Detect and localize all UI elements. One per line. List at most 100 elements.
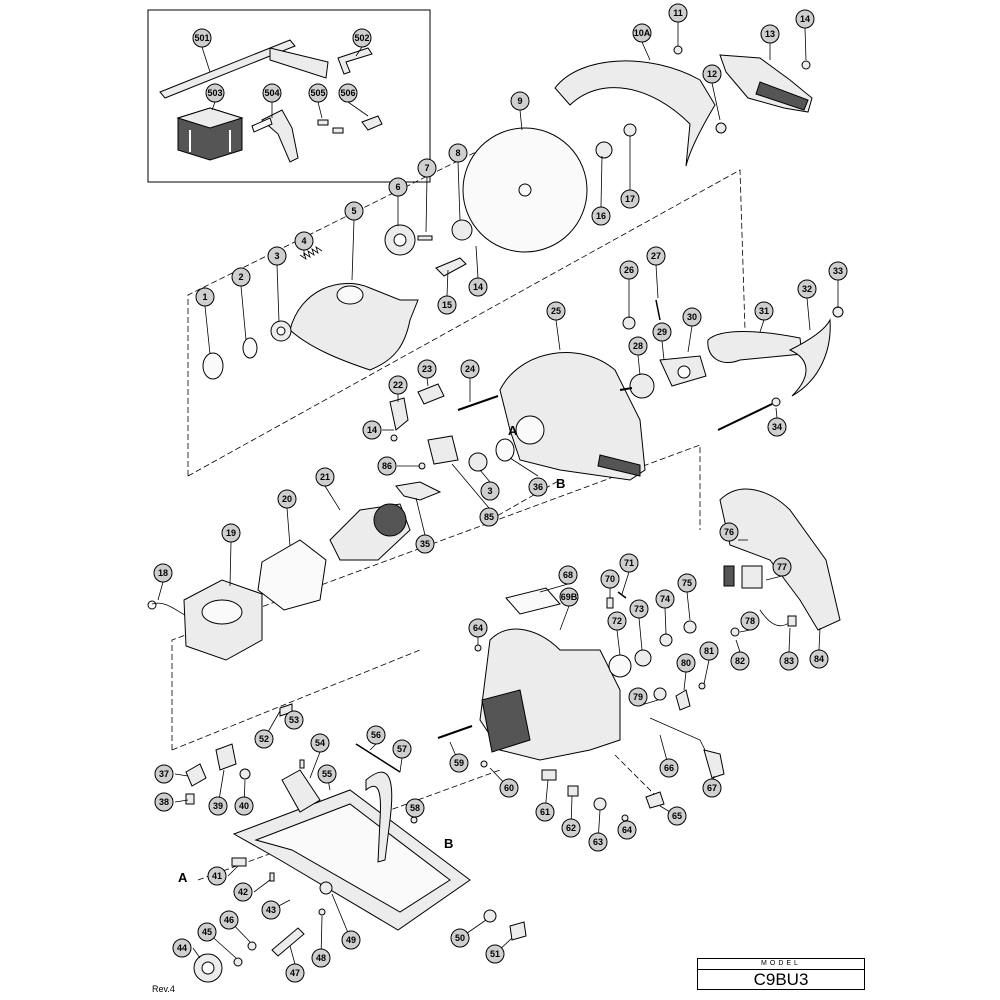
callout-79: 79 — [628, 687, 648, 707]
callout-number: 44 — [177, 943, 187, 953]
callout-number: 505 — [310, 88, 325, 98]
lever-15 — [435, 257, 467, 277]
lower-guard-5 — [289, 283, 419, 371]
callout-number: 36 — [533, 482, 543, 492]
callout-number: 71 — [624, 558, 634, 568]
callout-8: 8 — [448, 143, 468, 163]
callout-77: 77 — [772, 557, 792, 577]
callout-number: 3 — [274, 251, 279, 261]
callout-number: 1 — [202, 292, 207, 302]
callout-number: 49 — [346, 935, 356, 945]
small-hardware-middle — [389, 299, 844, 472]
callout-68: 68 — [558, 565, 578, 585]
revision-label: Rev.4 — [152, 984, 175, 994]
callout-81: 81 — [699, 641, 719, 661]
ref-letter-b-gear-cover: B — [556, 476, 565, 491]
callout-44: 44 — [172, 938, 192, 958]
retaining-rings-1-2 — [202, 337, 258, 380]
ref-letter-a-base: A — [178, 870, 188, 885]
callout-number: 66 — [664, 763, 674, 773]
callout-64: 64 — [617, 820, 637, 840]
callout-73: 73 — [629, 599, 649, 619]
callout-21: 21 — [315, 467, 335, 487]
callout-53: 53 — [284, 710, 304, 730]
callout-3: 3 — [480, 481, 500, 501]
callout-80: 80 — [676, 653, 696, 673]
callout-number: 23 — [422, 364, 432, 374]
callout-3: 3 — [267, 246, 287, 266]
callout-number: 41 — [212, 871, 222, 881]
callout-number: 32 — [802, 284, 812, 294]
callout-33: 33 — [828, 261, 848, 281]
callout-number: 9 — [517, 96, 522, 106]
callout-number: 42 — [238, 887, 248, 897]
callout-28: 28 — [628, 336, 648, 356]
callout-number: 506 — [340, 88, 355, 98]
callout-76: 76 — [719, 522, 739, 542]
callout-12: 12 — [702, 64, 722, 84]
callout-72: 72 — [607, 611, 627, 631]
knob-44 — [193, 953, 223, 983]
callout-number: 35 — [420, 539, 430, 549]
callout-number: 11 — [673, 8, 683, 18]
callout-15: 15 — [437, 295, 457, 315]
callout-number: 78 — [745, 616, 755, 626]
callout-29: 29 — [652, 322, 672, 342]
callout-62: 62 — [561, 818, 581, 838]
hex-bar-wrench-502 — [337, 47, 373, 75]
callout-number: 82 — [735, 656, 745, 666]
callout-10a: 10A — [632, 23, 652, 43]
callout-number: 48 — [316, 953, 326, 963]
callout-number: 55 — [322, 769, 332, 779]
callout-503: 503 — [205, 83, 225, 103]
callout-number: 60 — [504, 783, 514, 793]
callout-number: 25 — [551, 306, 561, 316]
callout-number: 58 — [410, 803, 420, 813]
callout-number: 29 — [657, 327, 667, 337]
callout-11: 11 — [668, 3, 688, 23]
battery-pack-503 — [176, 107, 244, 161]
base-43 — [232, 789, 471, 931]
callout-number: 14 — [367, 425, 377, 435]
callout-50: 50 — [450, 928, 470, 948]
callout-69b: 69B — [559, 587, 579, 607]
callout-number: 5 — [351, 206, 356, 216]
callout-40: 40 — [234, 796, 254, 816]
callout-number: 54 — [315, 738, 325, 748]
callout-number: 19 — [226, 528, 236, 538]
callout-57: 57 — [392, 739, 412, 759]
callout-82: 82 — [730, 651, 750, 671]
callout-47: 47 — [285, 963, 305, 983]
callout-71: 71 — [619, 553, 639, 573]
callout-48: 48 — [311, 948, 331, 968]
callout-46: 46 — [219, 910, 239, 930]
small-hardware-base — [185, 703, 527, 967]
callout-5: 5 — [344, 201, 364, 221]
callout-number: 65 — [672, 811, 682, 821]
callout-number: 33 — [833, 266, 843, 276]
callout-60: 60 — [499, 778, 519, 798]
handle-13 — [719, 54, 813, 113]
callout-58: 58 — [405, 798, 425, 818]
callout-4: 4 — [294, 231, 314, 251]
callout-61: 61 — [535, 802, 555, 822]
callout-number: 46 — [224, 915, 234, 925]
callout-505: 505 — [308, 83, 328, 103]
callout-27: 27 — [646, 246, 666, 266]
callout-number: 504 — [264, 88, 279, 98]
callout-number: 17 — [625, 194, 635, 204]
callout-66: 66 — [659, 758, 679, 778]
callout-number: 40 — [239, 801, 249, 811]
saw-blade-9 — [462, 127, 588, 253]
callout-504: 504 — [262, 83, 282, 103]
guide-rail-55 — [365, 771, 393, 863]
callout-2: 2 — [231, 267, 251, 287]
callout-38: 38 — [154, 792, 174, 812]
callout-number: 21 — [320, 472, 330, 482]
callout-506: 506 — [338, 83, 358, 103]
callout-78: 78 — [740, 611, 760, 631]
callout-49: 49 — [341, 930, 361, 950]
callout-64: 64 — [468, 618, 488, 638]
callout-31: 31 — [754, 301, 774, 321]
